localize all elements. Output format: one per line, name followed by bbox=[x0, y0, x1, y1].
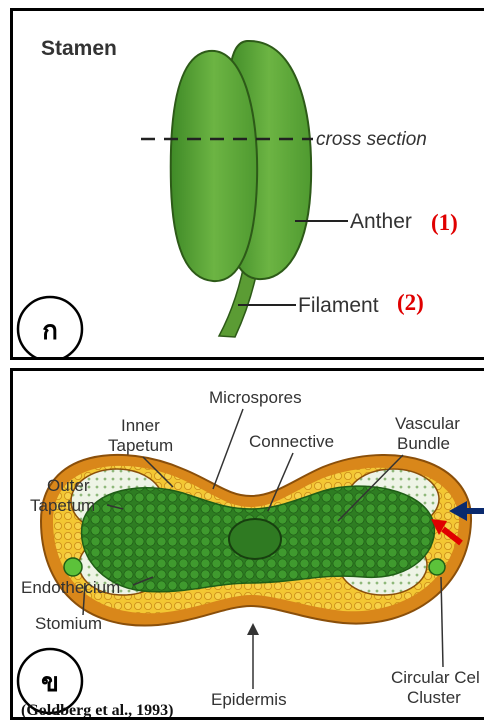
label-outer-tapetum-2: Tapetum bbox=[30, 496, 95, 515]
label-endothecium: Endothecium bbox=[21, 578, 120, 597]
epidermis-arrowhead bbox=[247, 623, 259, 635]
label-microspores: Microspores bbox=[209, 388, 302, 407]
anther-lobe-front bbox=[171, 51, 257, 281]
label-outer-tapetum-1: Outer bbox=[47, 476, 90, 495]
label-vascular-2: Bundle bbox=[397, 434, 450, 453]
label-circular-1: Circular Cel bbox=[391, 668, 480, 687]
cross-section-label: cross section bbox=[316, 129, 427, 150]
label-inner-tapetum-1: Inner bbox=[121, 416, 160, 435]
leader-microspores bbox=[213, 409, 243, 489]
circular-cell-cluster-left bbox=[64, 558, 82, 576]
anther-number: (1) bbox=[431, 210, 458, 235]
panel-label-a: ก bbox=[42, 316, 58, 346]
stamen-title: Stamen bbox=[41, 37, 117, 60]
label-connective: Connective bbox=[249, 432, 334, 451]
stamen-panel: Stamen cross section Anther (1) Filament… bbox=[10, 8, 484, 360]
citation: (Goldberg et al., 1993) bbox=[21, 702, 173, 719]
cross-section-panel: Microspores Inner Tapetum Connective Vas… bbox=[10, 368, 484, 720]
label-epidermis: Epidermis bbox=[211, 690, 287, 709]
label-stomium: Stomium bbox=[35, 614, 102, 633]
label-vascular-1: Vascular bbox=[395, 414, 460, 433]
label-circular-2: Cluster bbox=[407, 688, 461, 707]
filament-number: (2) bbox=[397, 290, 424, 315]
circular-cell-cluster-right bbox=[429, 559, 445, 575]
stamen-diagram: Stamen cross section Anther (1) Filament… bbox=[13, 11, 484, 360]
cross-section-diagram: Microspores Inner Tapetum Connective Vas… bbox=[13, 371, 484, 720]
vascular-bundle-center bbox=[229, 519, 281, 559]
label-inner-tapetum-2: Tapetum bbox=[108, 436, 173, 455]
filament-label: Filament bbox=[298, 294, 379, 317]
anther-label: Anther bbox=[350, 210, 412, 233]
panel-label-b: ข bbox=[41, 668, 59, 698]
